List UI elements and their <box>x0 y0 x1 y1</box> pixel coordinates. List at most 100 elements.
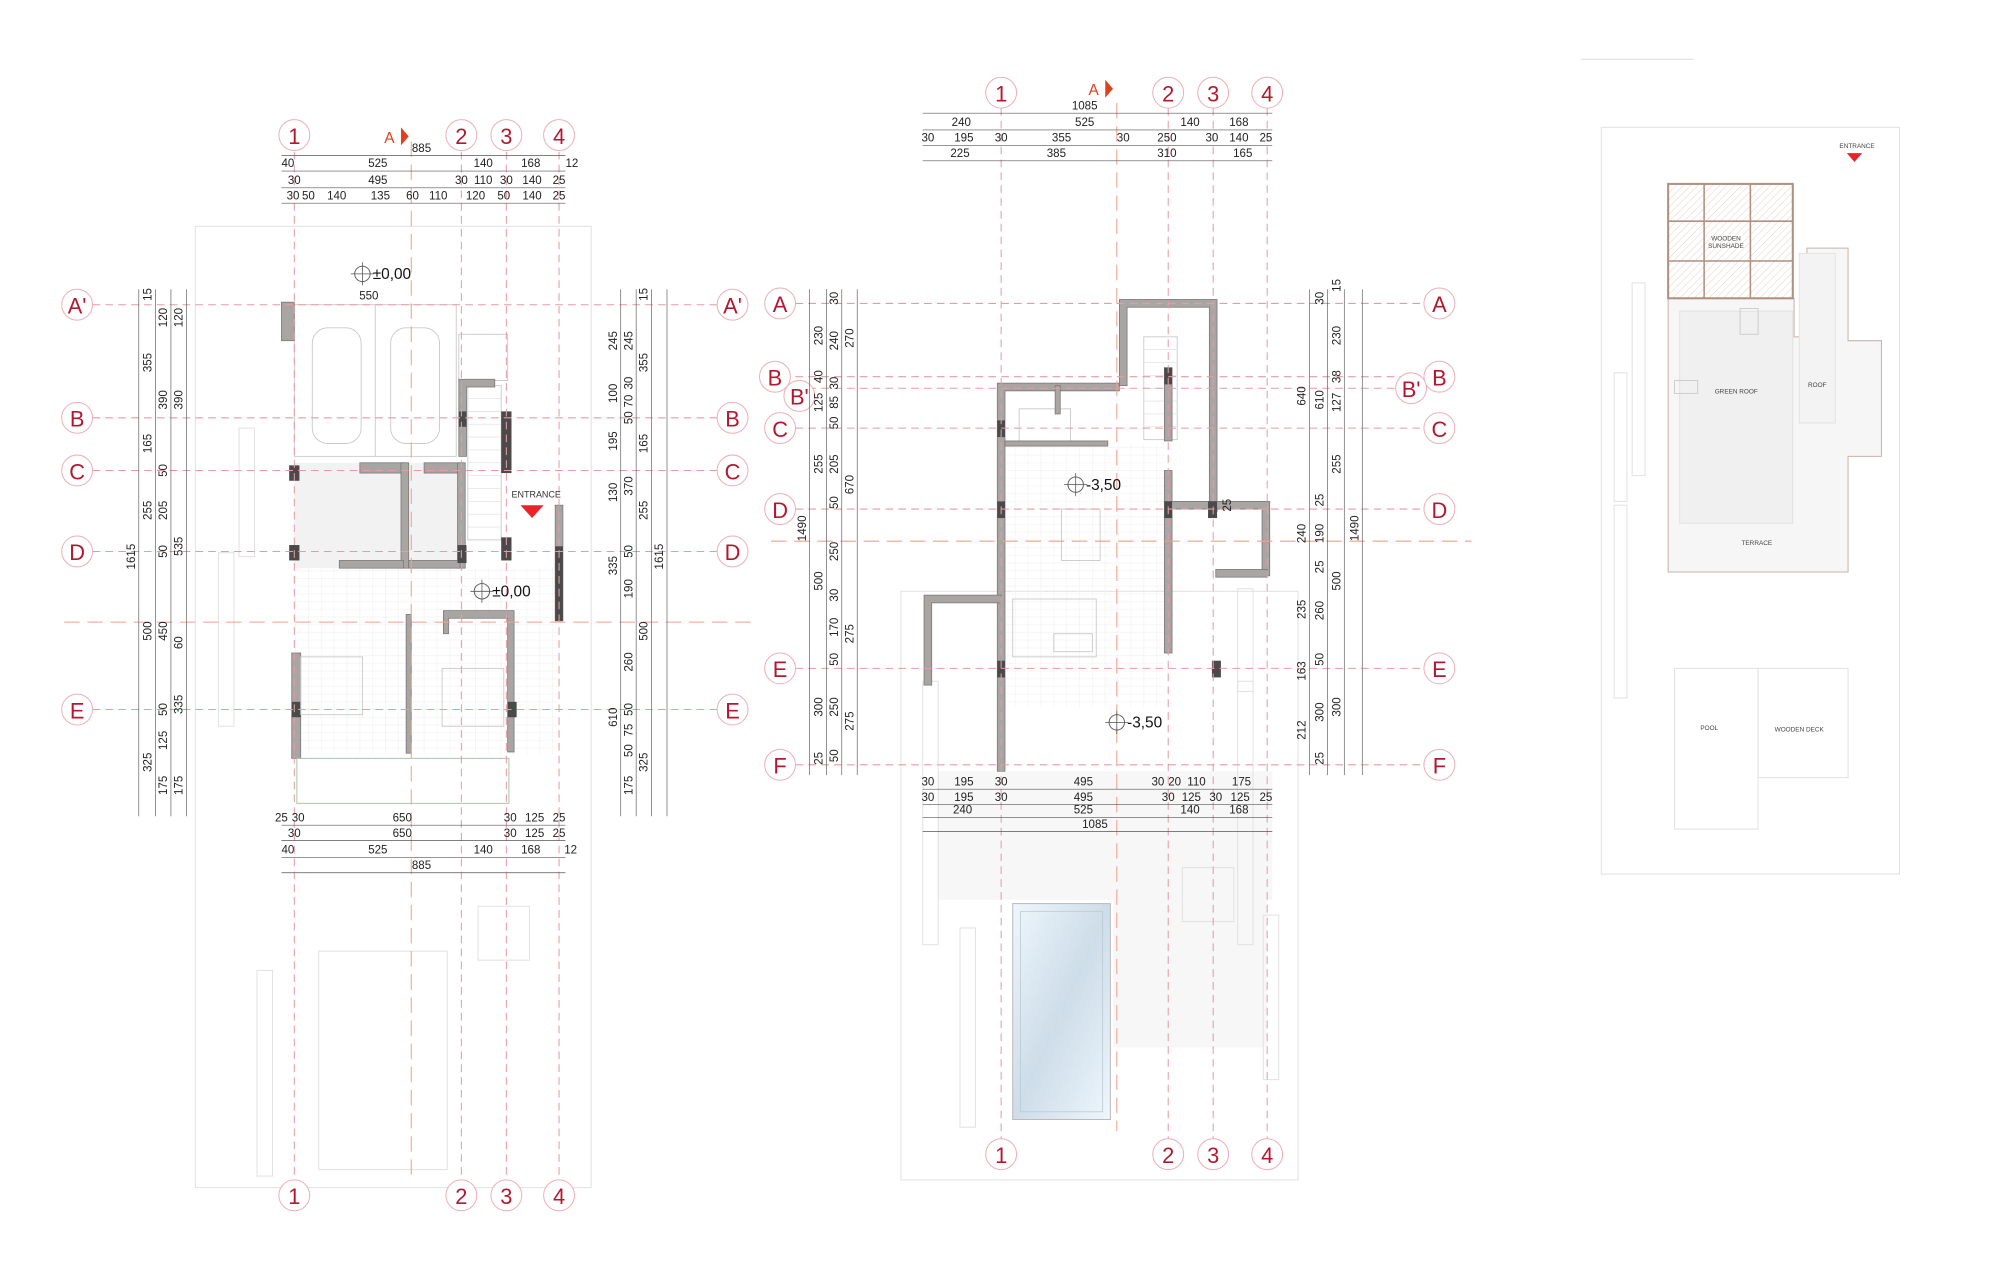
section-marker: A <box>384 130 395 147</box>
dimension-label: 270 <box>844 328 856 347</box>
grid-bubble <box>1423 360 1456 393</box>
dimension-label: 525 <box>368 158 387 170</box>
roof-pool-outline <box>1674 667 1759 830</box>
dimension-label: 30 <box>292 812 305 824</box>
dimension-label: 75 <box>623 724 635 737</box>
dimension-label: 300 <box>1315 702 1327 721</box>
wall <box>1054 385 1061 415</box>
dimension-label: 30 <box>455 175 468 187</box>
dimension-label: 50 <box>829 417 841 430</box>
dimension-label: 50 <box>829 653 841 666</box>
dimension-label: 30 <box>1209 792 1222 804</box>
dimension-label: 127 <box>1331 393 1343 412</box>
dimension-label: 255 <box>143 501 155 520</box>
dimension-label: 495 <box>1074 792 1093 804</box>
dimension-label: 50 <box>623 744 635 757</box>
coffee-table <box>1053 633 1093 653</box>
ground-floor-plan <box>194 225 592 1189</box>
grid-label: 2 <box>1162 81 1174 106</box>
wall <box>442 610 515 753</box>
dimension-label: 1615 <box>126 544 138 570</box>
wall <box>281 301 295 342</box>
sunshade-label: SUNSHADE <box>1708 243 1744 250</box>
dimension-label: 140 <box>522 190 541 202</box>
dimension-label: 300 <box>1331 697 1343 716</box>
planter <box>217 552 235 727</box>
grid-label: C <box>69 459 85 484</box>
grid-bubble <box>61 535 94 568</box>
dimension-label: 12 <box>565 158 578 170</box>
dimension-label: 1490 <box>797 515 809 541</box>
dimension-label: 25 <box>1315 560 1327 573</box>
dimension-label: 25 <box>1222 499 1234 512</box>
dimension-label: 260 <box>623 652 635 671</box>
dimension-label: 165 <box>143 434 155 453</box>
grid-label: B <box>768 365 783 390</box>
sunshade-grid <box>1668 183 1793 299</box>
dimension-label: 250 <box>829 697 841 716</box>
grid-bubble <box>1423 652 1456 685</box>
dimension-label: 335 <box>173 695 185 714</box>
dimension-label: 30 <box>829 377 841 390</box>
dimension-label: 250 <box>829 542 841 561</box>
grid-bubble <box>543 119 575 152</box>
dimension-label: 25 <box>275 812 288 824</box>
dimension-label: 1085 <box>1082 819 1108 831</box>
dimension-label: 25 <box>1315 494 1327 507</box>
grid-bubble <box>1423 748 1456 781</box>
dimension-label: 168 <box>521 158 540 170</box>
grid-label: D <box>772 498 788 523</box>
dimension-label: 610 <box>1315 390 1327 409</box>
dimension-label: 25 <box>1259 132 1272 144</box>
wall <box>400 462 410 569</box>
grid-label: 1 <box>288 124 300 149</box>
dimension-label: 30 <box>829 292 841 305</box>
pool-inner-edge <box>1020 910 1104 1113</box>
dimension-label: 168 <box>1229 805 1248 817</box>
dimension-label: 170 <box>829 618 841 637</box>
grid-bubble <box>1423 412 1456 445</box>
dimension-label: 195 <box>954 792 973 804</box>
grid-bubble <box>716 401 749 434</box>
terrace-label: TERRACE <box>1742 540 1773 547</box>
wooden-sunshade <box>1667 182 1794 300</box>
bathroom-area <box>294 462 462 569</box>
skylight <box>1739 308 1759 335</box>
section-marker: A <box>1089 82 1100 99</box>
dimension-label: 230 <box>814 326 826 345</box>
dimension-label: 30 <box>1205 132 1218 144</box>
grid-label: B' <box>1402 377 1421 402</box>
dimension-label: 168 <box>1229 117 1248 129</box>
grid-bubble <box>759 360 791 393</box>
pool <box>1012 903 1111 1121</box>
dimension-label: 650 <box>393 812 412 824</box>
grid-bubble <box>490 119 523 152</box>
dimension-label: 30 <box>921 792 934 804</box>
grid-bubble <box>61 693 94 726</box>
dimension-label: 12 <box>564 844 577 856</box>
dimension-label: 240 <box>952 117 971 129</box>
grid-bubble <box>445 119 478 152</box>
planter <box>922 680 939 946</box>
roof-area <box>1798 252 1836 424</box>
dimension-label: 25 <box>1315 752 1327 765</box>
wall <box>996 382 1120 772</box>
dimension-label: 50 <box>158 545 170 558</box>
living-floor <box>1006 443 1165 707</box>
dimension-label: 25 <box>553 812 566 824</box>
dimension-label: 110 <box>1187 776 1205 788</box>
planter <box>959 927 976 1128</box>
sunshade-label: WOODEN <box>1711 235 1741 242</box>
car-icon <box>390 327 440 444</box>
pool-outline <box>318 950 448 1171</box>
grid-label: 2 <box>455 124 467 149</box>
grid-bubble <box>783 380 816 412</box>
dimension-label: 255 <box>639 501 651 520</box>
wall <box>405 614 412 754</box>
dimension-label: 325 <box>639 753 651 772</box>
grid-label: D <box>69 540 85 565</box>
dimension-label: 40 <box>814 370 826 383</box>
dimension-label: 525 <box>1075 117 1094 129</box>
dimension-label: 670 <box>844 475 856 494</box>
grid-label: E <box>773 657 788 682</box>
